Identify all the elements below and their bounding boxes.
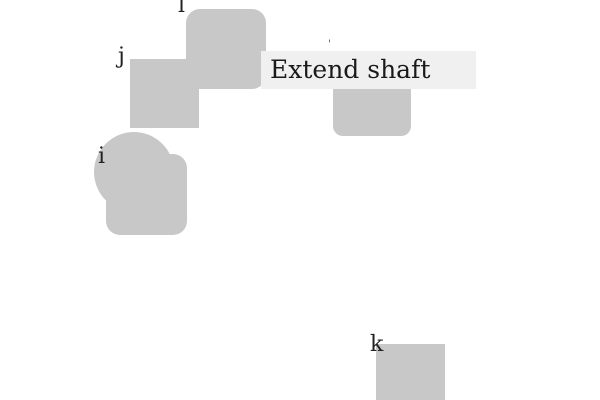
label-l: l: [178, 0, 186, 18]
label-i: i: [98, 144, 106, 169]
tooltip-extend-shaft: Extend shaft: [261, 51, 476, 89]
label-k: k: [370, 332, 384, 357]
label-j: j: [118, 44, 125, 69]
rounded-square-i[interactable]: [106, 154, 187, 235]
square-j[interactable]: [130, 59, 199, 128]
label-partial: ': [328, 39, 331, 50]
rounded-square-l[interactable]: [186, 9, 266, 89]
square-k[interactable]: [376, 344, 445, 400]
